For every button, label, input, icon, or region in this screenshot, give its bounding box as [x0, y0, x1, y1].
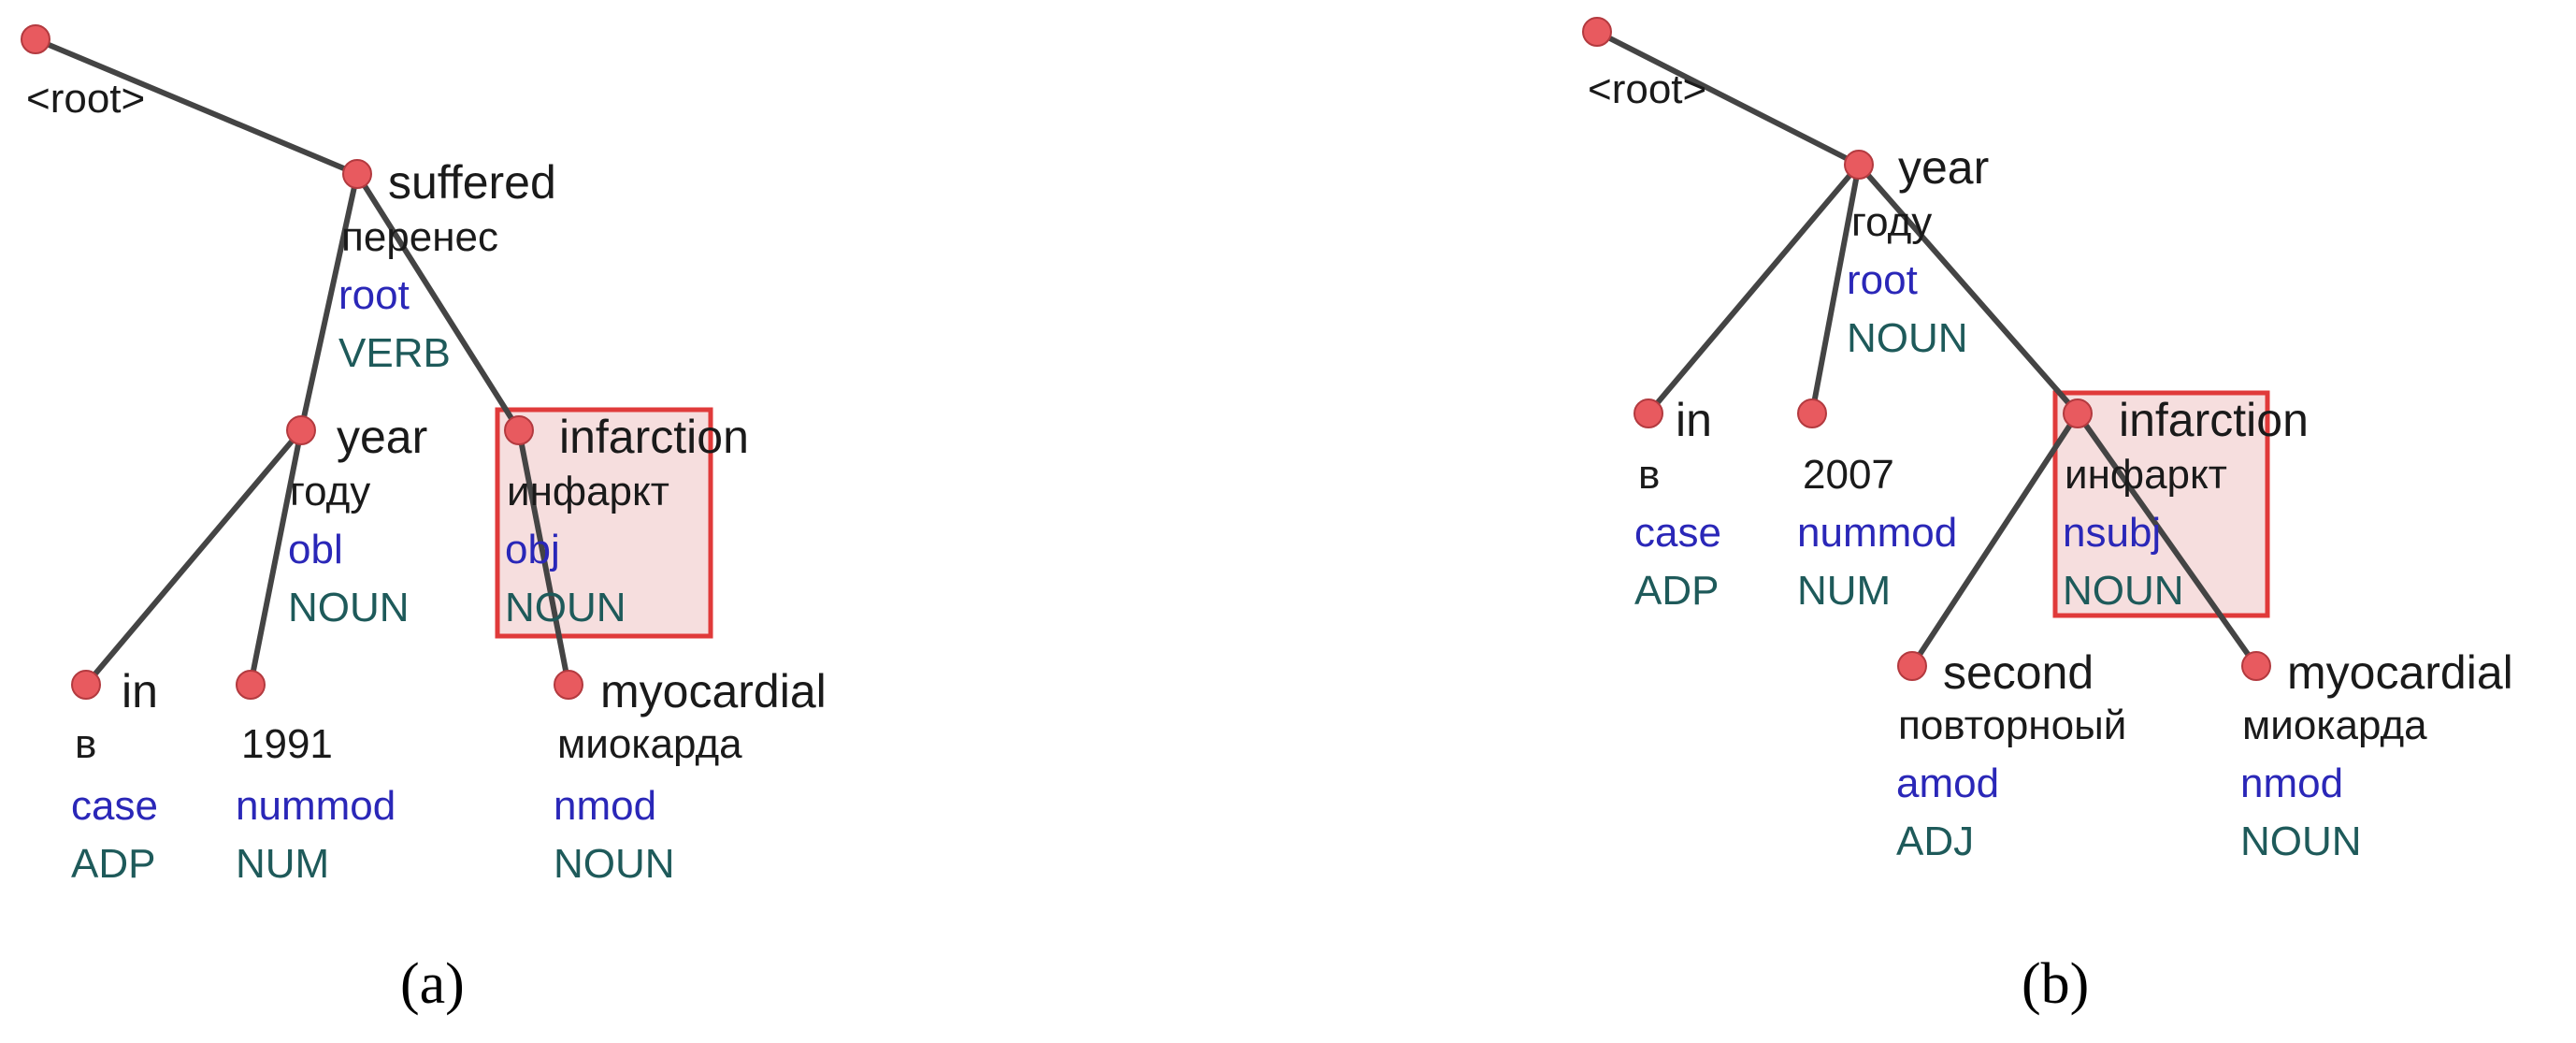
token-ru-2007: 2007 — [1803, 452, 1894, 498]
token-node-suffered — [342, 159, 372, 189]
edge-year-1991 — [248, 427, 304, 688]
edge-year-2007 — [1809, 162, 1862, 416]
edge-root-suffered — [33, 36, 360, 177]
token-pos-myocardial: NOUN — [2240, 818, 2362, 864]
token-node-in — [1633, 398, 1663, 428]
edge-infarction-myocardial — [2075, 411, 2259, 669]
token-en-infarction: infarction — [2119, 394, 2309, 446]
token-ru-year: году — [290, 469, 370, 514]
token-rel-in: case — [1634, 510, 1721, 556]
token-en-infarction: infarction — [559, 411, 749, 463]
panel-b-caption: (b) — [2022, 952, 2089, 1016]
token-rel-year: obl — [288, 527, 343, 572]
token-ru-infarction: инфаркт — [507, 469, 669, 514]
token-node-1991 — [236, 670, 266, 700]
panel-a: <root> suffered перенес root VERB year г… — [21, 24, 827, 1016]
token-en-year: year — [1898, 141, 1989, 194]
panel-b: <root> year году root NOUN in в case ADP… — [1582, 17, 2513, 1016]
token-node-2007 — [1797, 398, 1827, 428]
edge-year-in — [83, 427, 304, 688]
token-pos-2007: NUM — [1797, 568, 1891, 614]
panel-a-caption: (a) — [400, 952, 465, 1016]
token-en-suffered: suffered — [388, 156, 556, 209]
token-ru-myocardial: миокарда — [2242, 703, 2427, 748]
token-pos-infarction: NOUN — [2063, 568, 2184, 614]
edge-year-infarction — [1856, 162, 2080, 416]
token-node-in — [71, 670, 101, 700]
token-node-year — [1844, 150, 1874, 180]
token-node-myocardial — [2241, 651, 2271, 681]
token-rel-infarction: obj — [505, 527, 560, 572]
token-en-year: year — [337, 411, 427, 463]
token-node-infarction — [504, 415, 534, 445]
token-ru-year: году — [1851, 199, 1932, 245]
edge-suffered-year — [298, 171, 360, 433]
token-pos-in: ADP — [1634, 568, 1719, 614]
token-pos-second: ADJ — [1896, 818, 1974, 864]
token-pos-in: ADP — [71, 841, 155, 887]
token-en-myocardial: myocardial — [2287, 646, 2513, 699]
token-node-second — [1897, 651, 1927, 681]
token-rel-suffered: root — [338, 272, 410, 318]
token-pos-year: NOUN — [1847, 315, 1968, 361]
edge-year-in — [1646, 162, 1862, 416]
token-pos-1991: NUM — [236, 841, 329, 887]
edge-root-year — [1594, 29, 1862, 167]
token-ru-1991: 1991 — [241, 721, 333, 767]
root-label: <root> — [1588, 66, 1706, 112]
token-node-myocardial — [554, 670, 583, 700]
edge-suffered-infarction — [354, 171, 522, 433]
root-node — [1582, 17, 1612, 47]
token-ru-infarction: инфаркт — [2065, 452, 2227, 498]
root-node — [21, 24, 50, 54]
root-label: <root> — [26, 76, 145, 122]
token-en-myocardial: myocardial — [600, 665, 827, 717]
token-ru-in: в — [75, 721, 96, 767]
token-ru-myocardial: миокарда — [557, 721, 742, 767]
highlight-box-infarction-b — [2052, 390, 2270, 618]
edge-infarction-second — [1909, 411, 2080, 669]
token-rel-1991: nummod — [236, 783, 396, 829]
token-rel-myocardial: nmod — [2240, 761, 2343, 806]
token-node-infarction — [2063, 398, 2093, 428]
token-rel-year: root — [1847, 257, 1918, 303]
token-rel-myocardial: nmod — [554, 783, 656, 829]
token-pos-myocardial: NOUN — [554, 841, 675, 887]
token-en-second: second — [1943, 646, 2094, 699]
token-ru-in: в — [1638, 452, 1660, 498]
token-rel-in: case — [71, 783, 158, 829]
token-rel-infarction: nsubj — [2063, 510, 2161, 556]
token-node-year — [286, 415, 316, 445]
token-rel-2007: nummod — [1797, 510, 1957, 556]
token-ru-suffered: перенес — [341, 214, 498, 260]
token-en-in: in — [1676, 394, 1712, 446]
token-rel-second: amod — [1896, 761, 1999, 806]
token-pos-suffered: VERB — [338, 330, 451, 376]
token-pos-year: NOUN — [288, 585, 410, 630]
token-ru-second: повторноый — [1898, 703, 2126, 748]
token-en-in: in — [122, 665, 158, 717]
token-pos-infarction: NOUN — [505, 585, 626, 630]
edge-infarction-myocardial — [516, 427, 571, 688]
highlight-box-infarction — [495, 407, 713, 639]
